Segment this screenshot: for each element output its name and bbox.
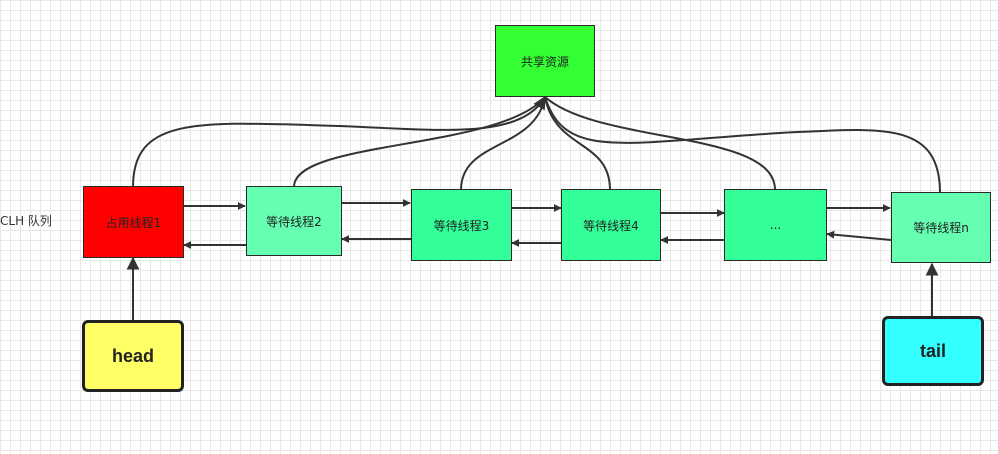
curve-node5-to-resource <box>544 96 776 191</box>
tail-label: tail <box>919 340 946 361</box>
curve-node4-to-resource <box>544 96 611 191</box>
thread-node-label: 等待线程3 <box>433 218 490 233</box>
shared-resource-label: 共享资源 <box>520 54 569 69</box>
thread-node-label: 占用线程1 <box>105 215 162 230</box>
thread-node-1: 占用线程1 <box>83 186 184 258</box>
thread-node-n: 等待线程n <box>891 192 991 263</box>
prev-arrow-n-5 <box>826 230 892 241</box>
thread-node-3: 等待线程3 <box>411 189 512 261</box>
thread-node-label: ... <box>769 218 782 232</box>
tail-pointer-box: tail <box>882 316 984 386</box>
thread-node-2: 等待线程2 <box>246 186 342 256</box>
thread-node-label: 等待线程4 <box>583 218 639 233</box>
clh-queue-label: CLH 队列 <box>0 214 52 228</box>
head-pointer-box: head <box>82 320 184 392</box>
shared-resource-box: 共享资源 <box>495 25 595 97</box>
curve-noden-to-resource <box>544 96 941 194</box>
thread-node-label: 等待线程n <box>913 221 969 235</box>
thread-node-4: 等待线程4 <box>561 189 661 261</box>
curve-node1-to-resource <box>132 95 546 188</box>
thread-node-5: ... <box>724 189 827 261</box>
head-label: head <box>111 345 154 366</box>
curve-node3-to-resource <box>460 96 546 191</box>
thread-node-label: 等待线程2 <box>266 214 322 229</box>
curve-node2-to-resource <box>293 96 546 188</box>
